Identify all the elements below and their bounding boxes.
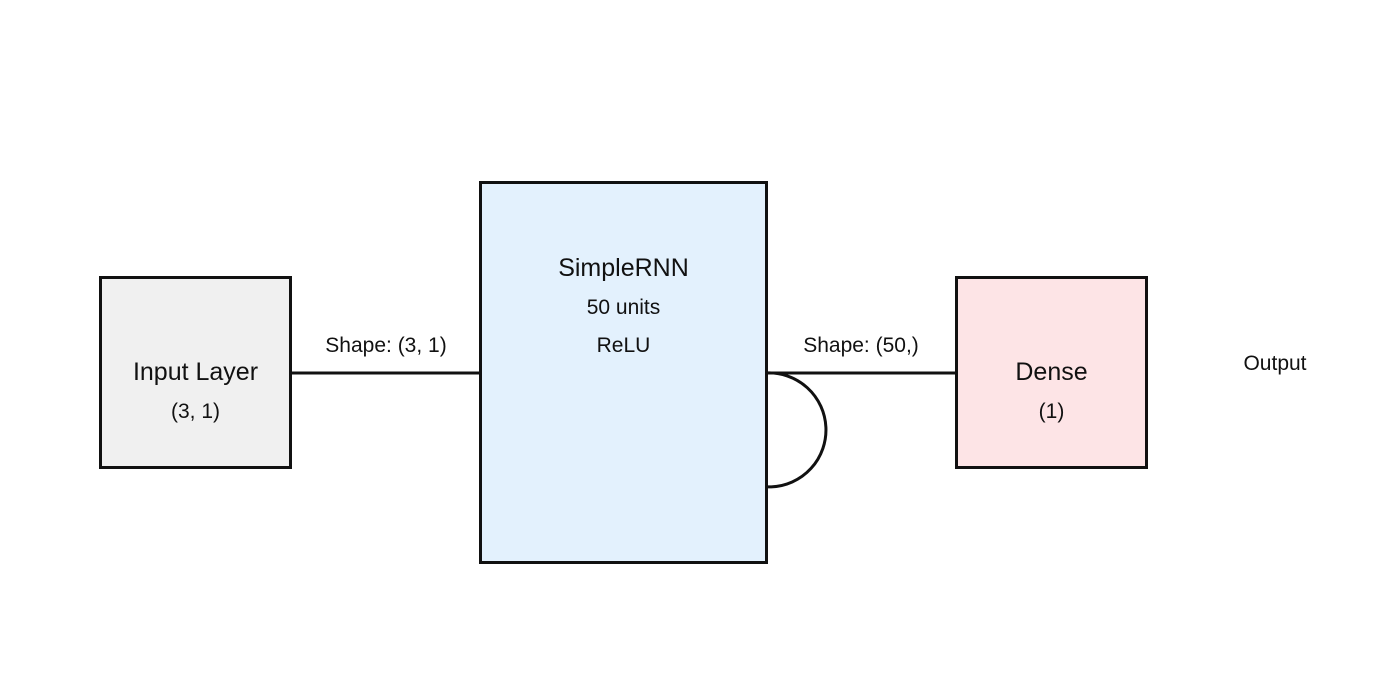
input-layer-node bbox=[99, 276, 292, 469]
edge-label-rnn-to-dense: Shape: (50,) bbox=[803, 334, 919, 357]
dense-units: (1) bbox=[1038, 400, 1065, 423]
simplernn-title: SimpleRNN bbox=[558, 254, 689, 282]
simplernn-units: 50 units bbox=[586, 296, 661, 319]
input-layer-shape: (3, 1) bbox=[170, 400, 220, 423]
edge-label-input-to-rnn: Shape: (3, 1) bbox=[325, 334, 447, 357]
simplernn-activation: ReLU bbox=[596, 334, 651, 357]
simplernn-node bbox=[479, 181, 768, 564]
output-label: Output bbox=[1243, 352, 1307, 375]
dense-node bbox=[955, 276, 1148, 469]
input-layer-title: Input Layer bbox=[132, 358, 259, 386]
dense-title: Dense bbox=[1015, 358, 1088, 386]
